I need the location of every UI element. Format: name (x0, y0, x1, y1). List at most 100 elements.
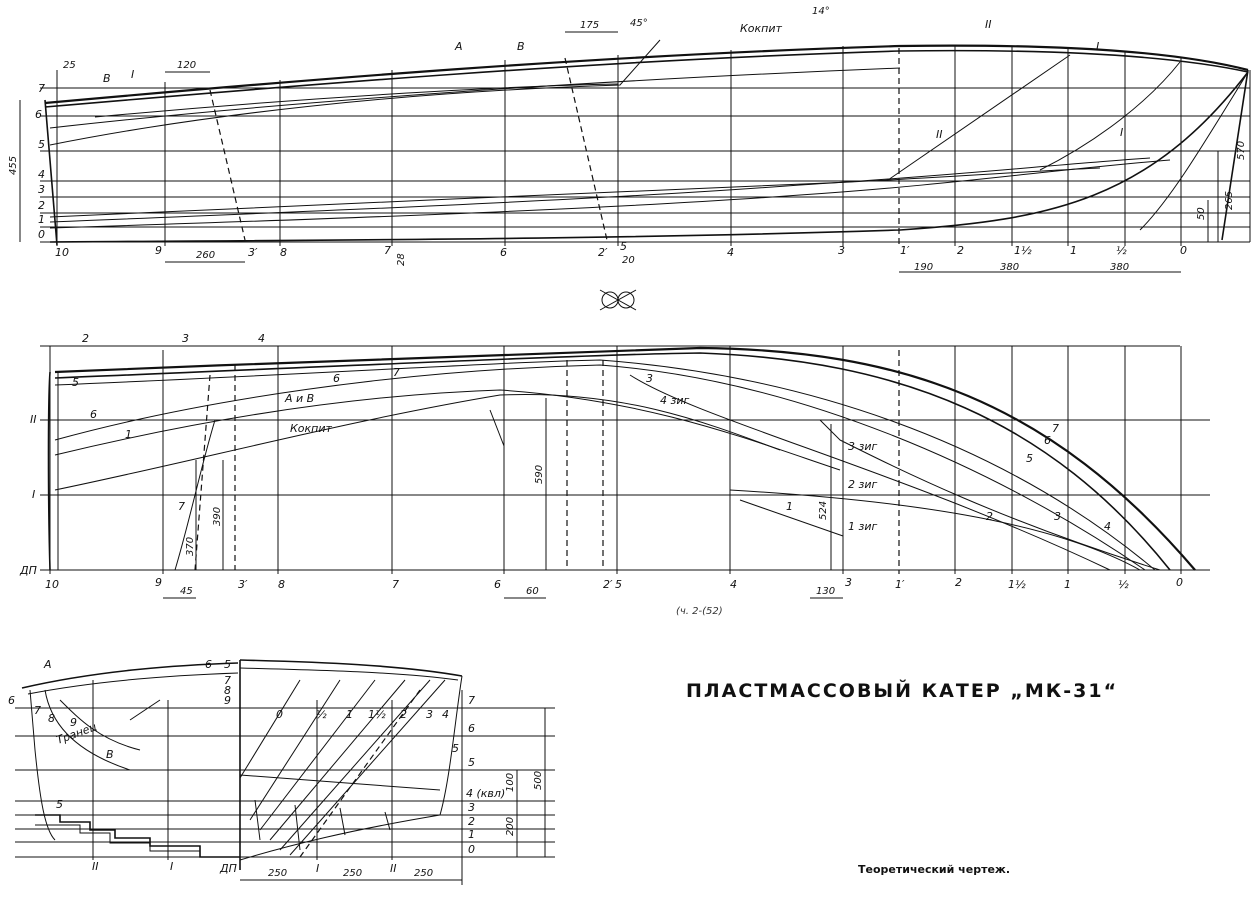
pst-1h: 1½ (1008, 578, 1026, 591)
plabel-zig1: 1 зиг (848, 520, 877, 533)
bwl-5: 5 (468, 756, 475, 769)
plan-view (40, 345, 1210, 599)
plabel-6: 6 (90, 408, 97, 421)
pdim-130: 130 (816, 586, 835, 597)
dim-380a: 380 (1000, 262, 1019, 273)
pst-half: ½ (1118, 578, 1129, 591)
plabel-6c: 6 (1044, 434, 1051, 447)
label-kokpit: Кокпит (740, 22, 783, 35)
plabel-3b: 3 (646, 372, 653, 385)
blabel-s7: 7 (224, 674, 231, 687)
st-0: 0 (1180, 244, 1187, 257)
blabel-dp: ДП (219, 862, 237, 875)
blabel-s1h: 1½ (368, 708, 386, 721)
blabel-l1r: I (316, 862, 319, 875)
body-plan (15, 659, 555, 885)
wl-3: 3 (38, 183, 45, 196)
label-v: В (517, 40, 525, 53)
label-line2b: II (936, 128, 943, 141)
bwl-7: 7 (468, 694, 475, 707)
plabel-4b: 4 (1104, 520, 1111, 533)
profile-labels: 0 1 2 3 4 5 6 7 10 9 3′ 8 7 6 2′ 5 4 3 1… (8, 6, 1247, 273)
pst-3: 3 (845, 576, 852, 589)
blabel-s7l: 7 (34, 704, 41, 717)
blabel-s4: 4 (442, 708, 449, 721)
pst-0: 0 (1176, 576, 1183, 589)
st-2: 2 (957, 244, 964, 257)
pst-6: 6 (494, 578, 501, 591)
plabel-kokpit: Кокпит (290, 422, 333, 435)
body-labels: 7 6 5 4 (квл) 3 2 1 0 А В Транец ДП I II… (8, 658, 544, 879)
pst-7: 7 (392, 578, 399, 591)
plabel-7b: 7 (1052, 422, 1059, 435)
pst-1p: 1′ (895, 578, 905, 591)
wl-7: 7 (38, 82, 45, 95)
plabel-5b: 5 (1026, 452, 1033, 465)
st-1h: 1½ (1014, 244, 1032, 257)
bwl-4: 4 (квл) (466, 787, 505, 800)
pdim-45: 45 (180, 586, 193, 597)
plabel-zig3: 3 зиг (848, 440, 877, 453)
st-half: ½ (1116, 244, 1127, 257)
pdim-590: 590 (534, 465, 545, 484)
plabel-2b: 2 (986, 510, 993, 523)
blabel-s5t: 5 (224, 658, 231, 671)
pst-9: 9 (155, 576, 162, 589)
blabel-s5l: 5 (56, 798, 63, 811)
blabel-shalf: ½ (316, 708, 327, 721)
st-10: 10 (55, 246, 69, 259)
wl-1: 1 (38, 213, 45, 226)
bdim-500: 500 (533, 771, 544, 790)
dim-190: 190 (914, 262, 933, 273)
label-line1b: I (131, 68, 134, 81)
st-8: 8 (280, 246, 287, 259)
drawing-title: ПЛАСТМАССОВЫЙ КАТЕР „МК-31“ (686, 680, 1119, 702)
label-angle: 14° (812, 6, 830, 17)
dim-260: 260 (196, 250, 215, 261)
bdim-250c: 250 (414, 868, 433, 879)
plabel-1: 1 (786, 500, 793, 513)
blabel-v: В (106, 748, 114, 761)
pdim-60: 60 (526, 586, 539, 597)
label-angle2: 45° (630, 18, 648, 29)
plabel-7: 7 (393, 366, 400, 379)
profile-view (19, 31, 1251, 311)
wl-0: 0 (38, 228, 45, 241)
profile-stations (56, 46, 1182, 246)
sheet-note: (ч. 2-(52) (676, 606, 723, 617)
pdim-390: 390 (212, 507, 223, 526)
pst-1: 1 (1064, 578, 1071, 591)
st-6: 6 (500, 246, 507, 259)
blabel-s2: 2 (400, 708, 407, 721)
plan-stations (49, 346, 1182, 574)
plabel-av: А и В (284, 392, 314, 405)
bwl-0: 0 (468, 843, 475, 856)
dim-570: 570 (1236, 141, 1247, 160)
blabel-s5: 5 (452, 742, 459, 755)
bwl-6: 6 (468, 722, 475, 735)
blabel-s0: 0 (276, 708, 283, 721)
pst-5: 5 (615, 578, 622, 591)
dim-380b: 380 (1110, 262, 1129, 273)
blabel-s6: 6 (205, 658, 212, 671)
dim-120: 120 (177, 60, 196, 71)
plabel-4: 4 (258, 332, 265, 345)
dim-175: 175 (580, 20, 599, 31)
st-5: 5 (620, 240, 627, 253)
plan-labels: ДП I II 10 9 3′ 8 7 6 2′ 5 4 3 1′ 2 1½ 1… (19, 332, 1183, 597)
pst-4: 4 (730, 578, 737, 591)
blabel-s6l: 6 (8, 694, 15, 707)
bdim-250b: 250 (343, 868, 362, 879)
st-9: 9 (155, 244, 162, 257)
pst-10: 10 (45, 578, 59, 591)
plabel-5: 5 (72, 376, 79, 389)
st-3p: 3′ (248, 246, 258, 259)
dim-265: 265 (1224, 191, 1235, 210)
bdim-200: 200 (505, 817, 516, 836)
wl-6: 6 (35, 108, 42, 121)
blabel-s8: 8 (224, 684, 231, 697)
wl-2: 2 (38, 199, 45, 212)
wl-4: 4 (38, 168, 45, 181)
blabel-s8l: 8 (48, 712, 55, 725)
plabel-zig2: 2 зиг (848, 478, 877, 491)
